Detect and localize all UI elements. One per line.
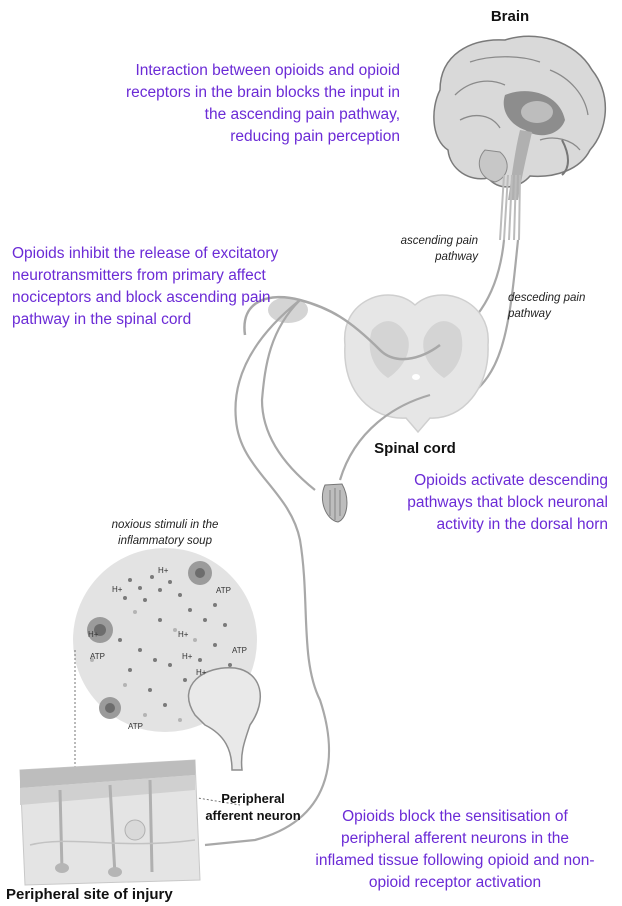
peripheral-annotation-line: Opioids block the sensitisation of <box>290 806 620 828</box>
h-plus-marker: H+ <box>112 585 122 594</box>
neuron-terminal <box>189 668 261 770</box>
atp-marker: ATP <box>90 652 105 661</box>
soup-label-text: inflammatory soup <box>75 533 255 549</box>
spinal-annotation-line: nociceptors and block ascending pain <box>12 287 342 309</box>
ascending-pathway-text: pathway <box>360 249 478 265</box>
soup-label: noxious stimuli in the inflammatory soup <box>75 517 255 549</box>
h-plus-marker: H+ <box>182 652 192 661</box>
brain-annotation-line: Interaction between opioids and opioid <box>40 60 400 82</box>
descending-annotation-line: activity in the dorsal horn <box>320 514 608 536</box>
brain-annotation-line: the ascending pain pathway, <box>40 104 400 126</box>
brain-annotation: Interaction between opioids and opioid r… <box>40 60 400 148</box>
injury-site-label: Peripheral site of injury <box>6 886 246 903</box>
atp-marker: ATP <box>216 586 231 595</box>
soup-label-text: noxious stimuli in the <box>75 517 255 533</box>
peripheral-annotation-line: opioid receptor activation <box>290 872 620 894</box>
peripheral-annotation-line: peripheral afferent neurons in the <box>290 828 620 850</box>
brain-annotation-line: receptors in the brain blocks the input … <box>40 82 400 104</box>
spinal-annotation-line: pathway in the spinal cord <box>12 309 342 331</box>
spinal-annotation-line: Opioids inhibit the release of excitator… <box>12 243 342 265</box>
peripheral-neuron-text: Peripheral <box>188 790 318 807</box>
atp-marker: ATP <box>232 646 247 655</box>
descending-pathway-label: desceding pain pathway <box>508 290 618 322</box>
spinal-annotation: Opioids inhibit the release of excitator… <box>12 243 342 331</box>
ascending-pathway-label: ascending pain pathway <box>360 233 478 265</box>
h-plus-marker: H+ <box>88 630 98 639</box>
descending-pathway-text: pathway <box>508 306 618 322</box>
descending-annotation-line: Opioids activate descending <box>320 470 608 492</box>
spinal-annotation-line: neurotransmitters from primary affect <box>12 265 342 287</box>
atp-marker: ATP <box>128 722 143 731</box>
descending-annotation: Opioids activate descending pathways tha… <box>320 470 608 536</box>
peripheral-annotation-line: inflamed tissue following opioid and non… <box>290 850 620 872</box>
h-plus-marker: H+ <box>178 630 188 639</box>
brain-annotation-line: reducing pain perception <box>40 126 400 148</box>
descending-annotation-line: pathways that block neuronal <box>320 492 608 514</box>
peripheral-annotation: Opioids block the sensitisation of perip… <box>290 806 620 894</box>
h-plus-marker: H+ <box>158 566 168 575</box>
ascending-pathway-text: ascending pain <box>360 233 478 249</box>
descending-pathway-text: desceding pain <box>508 290 618 306</box>
spinal-cord-label: Spinal cord <box>345 440 485 457</box>
h-plus-marker: H+ <box>196 668 206 677</box>
brain-label: Brain <box>470 8 550 25</box>
skin-tissue-illustration <box>20 760 200 885</box>
